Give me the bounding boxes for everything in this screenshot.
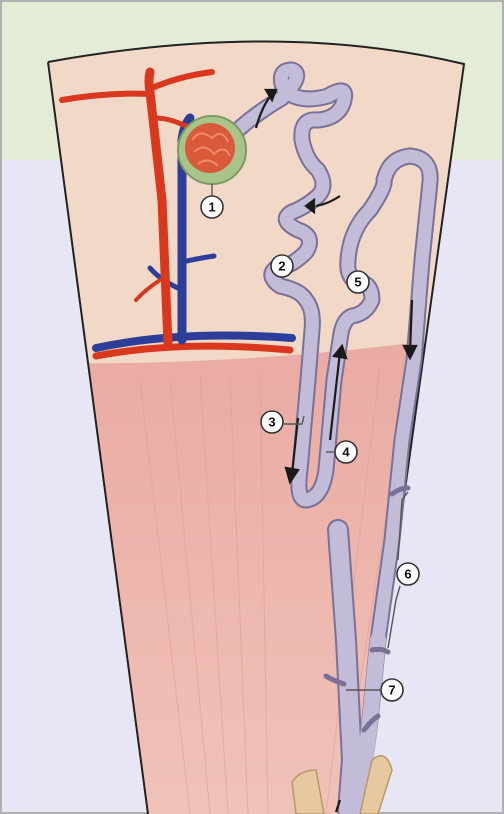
label-3: 3 (261, 411, 283, 433)
svg-text:7: 7 (388, 683, 395, 698)
label-2: 2 (271, 255, 293, 277)
label-7: 7 (381, 679, 403, 701)
svg-text:4: 4 (342, 445, 350, 460)
svg-text:6: 6 (404, 567, 411, 582)
svg-text:2: 2 (278, 259, 285, 274)
side-duct (372, 649, 388, 652)
label-5: 5 (347, 271, 369, 293)
label-4: 4 (335, 441, 357, 463)
glomerulus (185, 123, 235, 173)
label-1: 1 (201, 196, 223, 218)
svg-text:3: 3 (268, 415, 275, 430)
label-6: 6 (397, 563, 419, 585)
svg-text:1: 1 (208, 200, 215, 215)
svg-text:5: 5 (354, 275, 361, 290)
